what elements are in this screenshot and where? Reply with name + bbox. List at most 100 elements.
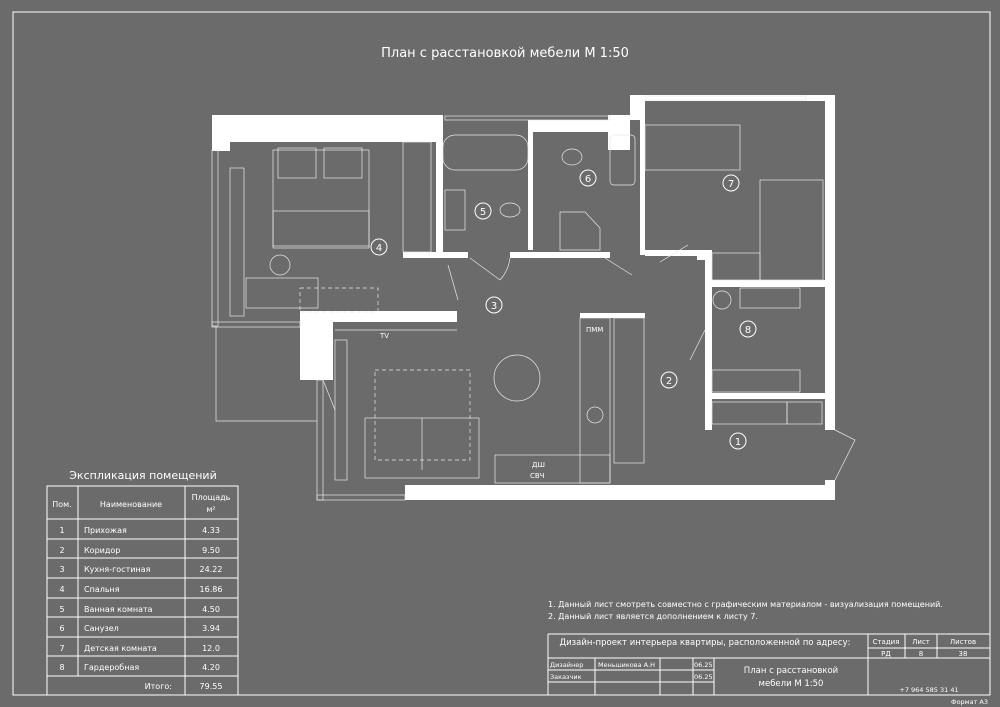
wall — [608, 115, 630, 150]
wardrobe — [711, 401, 788, 425]
cell-name: Коридор — [84, 546, 120, 555]
window — [645, 95, 807, 101]
room-marker-1: 1 — [729, 432, 747, 450]
window — [211, 321, 301, 328]
svg-text:2: 2 — [666, 376, 672, 387]
wall — [533, 120, 610, 132]
tall-cabinets — [613, 317, 645, 464]
door — [604, 257, 633, 276]
cell-area: 4.33 — [202, 526, 220, 535]
stage-value: РД — [881, 650, 891, 658]
bed — [272, 149, 370, 249]
room-marker-3: 3 — [485, 296, 503, 314]
desk-extension — [299, 287, 379, 313]
balcony-outline — [215, 326, 317, 422]
cell-name: Детская комната — [84, 644, 157, 653]
explication-table: Экспликация помещений Пом. Наименование … — [46, 469, 239, 696]
cell-area: 16.86 — [200, 585, 223, 594]
note-2: 2. Данный лист является дополнением к ли… — [548, 612, 758, 621]
sheet-title: План с расстановкой мебели М 1:50 — [381, 46, 629, 61]
bed — [759, 179, 824, 281]
bench — [786, 401, 823, 425]
svg-text:6: 6 — [585, 174, 591, 185]
cell-num: 7 — [59, 644, 64, 653]
wardrobe — [229, 167, 245, 317]
header-unit: м² — [206, 505, 215, 514]
room-marker-5: 5 — [474, 202, 492, 220]
dining-table — [493, 354, 541, 402]
svg-text:1: 1 — [735, 437, 741, 448]
table-row: 4 Спальня 16.86 — [59, 585, 222, 594]
kitchen-counter — [579, 317, 611, 484]
room-marker-6: 6 — [579, 169, 597, 187]
title-block: Дизайн-проект интерьера квартиры, распол… — [13, 633, 990, 706]
window — [444, 115, 611, 121]
door — [689, 329, 706, 361]
kitchen-counter-bottom — [494, 454, 611, 484]
rug — [374, 369, 471, 461]
door — [447, 264, 459, 301]
designer-label: Дизайнер — [550, 661, 583, 669]
wall — [712, 393, 825, 399]
drawing-title-line1: План с расстановкой — [744, 666, 838, 676]
pillow — [323, 147, 363, 179]
table-row: 7 Детская комната 12.0 — [59, 644, 219, 653]
desk — [245, 277, 319, 309]
shower — [559, 211, 601, 251]
sheet-value: 8 — [919, 650, 923, 658]
svg-text:4: 4 — [376, 243, 382, 254]
wall — [645, 95, 835, 101]
wall — [712, 280, 825, 287]
cell-num: 1 — [59, 526, 64, 535]
wardrobe — [739, 287, 801, 309]
cell-name: Спальня — [84, 585, 120, 594]
cell-name: Кухня-гостиная — [84, 565, 151, 574]
window — [316, 379, 324, 501]
bidet — [499, 202, 521, 218]
total-value: 79.55 — [200, 682, 223, 691]
cell-area: 4.20 — [202, 663, 220, 672]
wall — [403, 252, 468, 258]
header-area: Площадь — [192, 493, 231, 502]
drawing-title-line2: мебели М 1:50 — [759, 679, 824, 689]
desk — [644, 124, 741, 171]
sheets-value: 38 — [959, 650, 968, 658]
cell-area: 4.50 — [202, 605, 220, 614]
phone: +7 964 585 31 41 — [899, 686, 958, 694]
wall — [528, 120, 533, 250]
wall — [405, 485, 835, 500]
cooktop — [586, 406, 604, 424]
wall — [436, 120, 443, 257]
sheet-label: Лист — [912, 638, 930, 646]
door — [469, 257, 511, 281]
wall — [300, 311, 333, 380]
total-label: Итого: — [145, 682, 172, 691]
cell-area: 9.50 — [202, 546, 220, 555]
cell-area: 3.94 — [202, 624, 220, 633]
cell-area: 12.0 — [202, 644, 220, 653]
wall — [212, 115, 443, 142]
cell-num: 4 — [59, 585, 64, 594]
wall — [510, 252, 610, 258]
header-num: Пом. — [52, 500, 72, 509]
wall — [645, 250, 700, 256]
cell-name: Ванная комната — [84, 605, 153, 614]
designer-name: Меньшикова А.Н — [598, 661, 655, 669]
svg-text:7: 7 — [728, 179, 734, 190]
explication-title: Экспликация помещений — [69, 469, 217, 482]
washer — [712, 290, 732, 310]
sink — [609, 134, 636, 186]
wall — [697, 250, 712, 260]
chair — [269, 254, 291, 276]
client-label: Заказчик — [550, 673, 582, 681]
project-title: Дизайн-проект интерьера квартиры, распол… — [560, 638, 851, 648]
cell-num: 2 — [59, 546, 64, 555]
designer-date: 06.25 — [694, 661, 713, 669]
wall — [825, 95, 835, 430]
